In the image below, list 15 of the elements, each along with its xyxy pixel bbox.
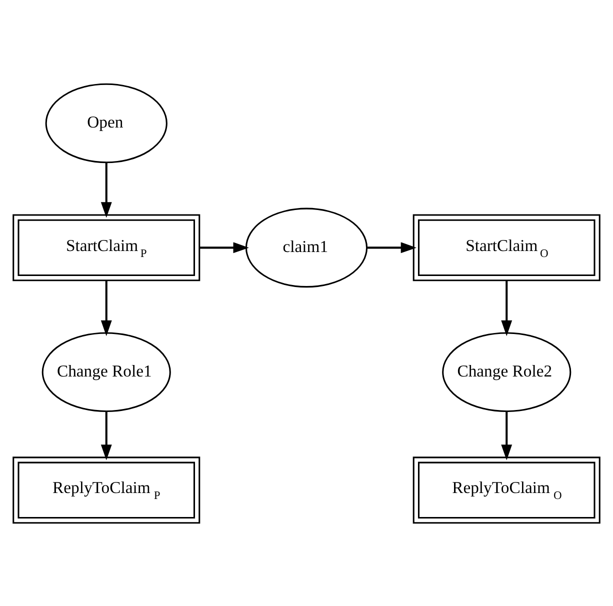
- node-ellipse: claim1: [245, 207, 368, 288]
- node-ellipse: Change Role1: [42, 332, 171, 412]
- node-box: StartClaim$_{P}$: [12, 214, 200, 281]
- node-ellipse: Open: [45, 82, 168, 163]
- node-box: StartClaim$_{O}$: [412, 214, 600, 281]
- arrow: [501, 411, 512, 460]
- node-ellipse: Change Role2: [442, 332, 572, 412]
- arrow: [199, 242, 249, 253]
- arrow: [367, 242, 417, 253]
- node-box: ReplyToClaim$_{P}$: [12, 456, 200, 524]
- arrow: [100, 162, 112, 218]
- arrow: [501, 280, 512, 336]
- node-box: ReplyToClaim$_{O}$: [412, 456, 600, 524]
- arrow: [100, 411, 112, 460]
- arrow: [100, 280, 112, 336]
